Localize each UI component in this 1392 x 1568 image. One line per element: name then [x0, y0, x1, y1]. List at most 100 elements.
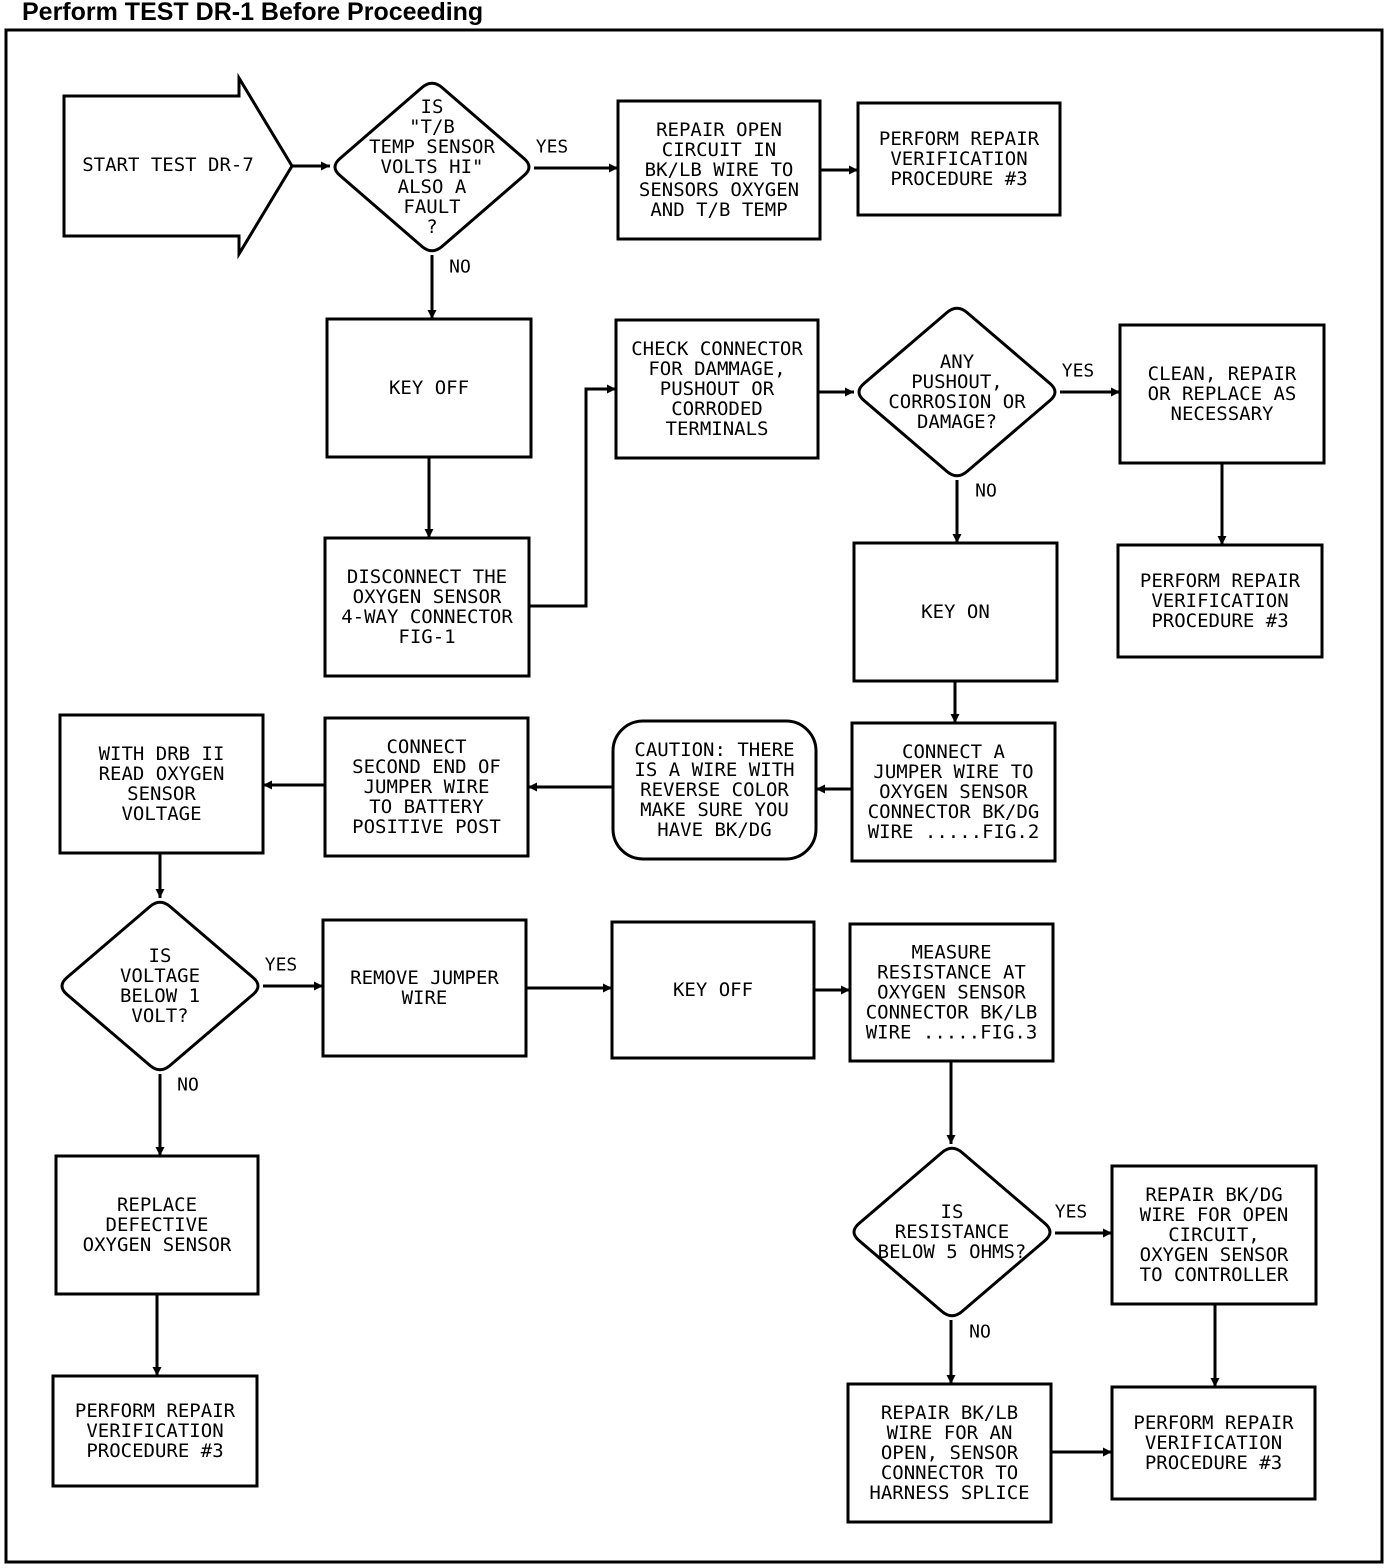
node-text: KEY ON	[921, 601, 990, 623]
node-key-on: KEY ON	[852, 541, 1059, 683]
node-shape	[610, 920, 816, 1060]
node-text: TEMP SENSOR	[369, 136, 495, 158]
node-text: IS	[941, 1201, 964, 1223]
node-text: DAMAGE?	[917, 411, 997, 433]
node-text: VERIFICATION	[1145, 1432, 1282, 1454]
node-shape	[850, 721, 1057, 863]
node-shape	[848, 922, 1055, 1063]
node-text: OXYGEN SENSOR	[353, 586, 502, 608]
node-text: CIRCUIT IN	[662, 139, 776, 161]
node-shape	[323, 716, 530, 858]
node-text: RESISTANCE	[895, 1221, 1009, 1243]
node-text: CIRCUIT,	[1168, 1224, 1260, 1246]
node-text: WIRE FOR AN	[887, 1422, 1013, 1444]
node-text: OXYGEN SENSOR	[877, 982, 1026, 1004]
node-text: TO CONTROLLER	[1140, 1264, 1289, 1286]
node-shape	[54, 1154, 260, 1296]
node-shape	[321, 918, 528, 1058]
branch-label-d3-yes: YES	[265, 955, 298, 976]
node-text: READ OXYGEN	[99, 763, 225, 785]
node-text: RESISTANCE AT	[877, 962, 1026, 984]
node-text: BK/LB WIRE TO	[645, 159, 794, 181]
node-shape	[852, 541, 1059, 683]
node-text: CONNECTOR BK/DG	[868, 801, 1040, 823]
node-text: SENSOR	[127, 783, 196, 805]
node-text: WIRE FOR OPEN	[1140, 1204, 1289, 1226]
node-text: IS	[421, 96, 444, 118]
node-start: START TEST DR-7	[62, 72, 294, 260]
node-text: JUMPER WIRE	[364, 776, 490, 798]
node-shape	[58, 713, 265, 855]
decision-diamond	[60, 900, 260, 1072]
branch-label-d2-yes: YES	[1062, 361, 1095, 382]
node-text: START TEST DR-7	[82, 154, 254, 176]
node-text: NECESSARY	[1171, 403, 1275, 425]
branch-label-d1-yes: YES	[536, 137, 569, 158]
branch-label-d4-no: NO	[969, 1322, 991, 1343]
node-text: DEFECTIVE	[106, 1214, 209, 1236]
node-text: CLEAN, REPAIR	[1148, 363, 1297, 385]
node-text: PERFORM REPAIR	[1133, 1412, 1294, 1434]
node-text: VERIFICATION	[890, 148, 1027, 170]
node-text: OPEN, SENSOR	[881, 1442, 1019, 1464]
node-text: KEY OFF	[389, 377, 469, 399]
node-shape	[325, 317, 533, 459]
node-text: REMOVE JUMPER	[350, 967, 499, 989]
node-text: PROCEDURE #3	[890, 168, 1027, 190]
node-text: VERIFICATION	[1151, 590, 1288, 612]
outer-frame	[4, 28, 1384, 1564]
node-text: FIG-1	[398, 626, 455, 648]
decision-diamond	[857, 306, 1057, 478]
page-header: Perform TEST DR-1 Before Proceeding	[22, 0, 484, 26]
node-text: PERFORM REPAIR	[1140, 570, 1301, 592]
node-text: CONNECT A	[902, 741, 1006, 763]
node-text: VOLTAGE	[120, 965, 200, 987]
node-text: SENSORS OXYGEN	[639, 179, 799, 201]
node-text: HARNESS SPLICE	[869, 1482, 1029, 1504]
branch-label-d2-no: NO	[975, 481, 997, 502]
connectors	[152, 161, 1227, 1457]
node-text: JUMPER WIRE TO	[873, 761, 1033, 783]
start-arrow-shape	[62, 72, 294, 260]
node-text: ?	[426, 216, 437, 238]
node-text: POSITIVE POST	[352, 816, 501, 838]
node-text: OR REPLACE AS	[1148, 383, 1297, 405]
node-key-off1: KEY OFF	[325, 317, 533, 459]
node-text: CORROSION OR	[888, 391, 1026, 413]
node-text: "T/B	[409, 116, 455, 138]
node-shape	[616, 99, 822, 241]
node-text: AND T/B TEMP	[650, 199, 787, 221]
node-text: BELOW 1	[120, 985, 200, 1007]
node-text: CONNECTOR BK/LB	[866, 1002, 1038, 1024]
node-text: FOR DAMMAGE,	[648, 358, 785, 380]
node-text: WIRE .....FIG.2	[868, 821, 1040, 843]
node-text: REVERSE COLOR	[640, 779, 789, 801]
connector-arrow	[529, 384, 616, 608]
node-shape	[614, 318, 820, 460]
node-shape	[323, 536, 531, 678]
node-shape	[51, 1374, 259, 1488]
node-text: DISCONNECT THE	[347, 566, 507, 588]
decision-diamond	[852, 1146, 1052, 1318]
node-text: VERIFICATION	[86, 1420, 223, 1442]
node-text: IS	[149, 945, 172, 967]
node-text: HAVE BK/DG	[657, 819, 771, 841]
